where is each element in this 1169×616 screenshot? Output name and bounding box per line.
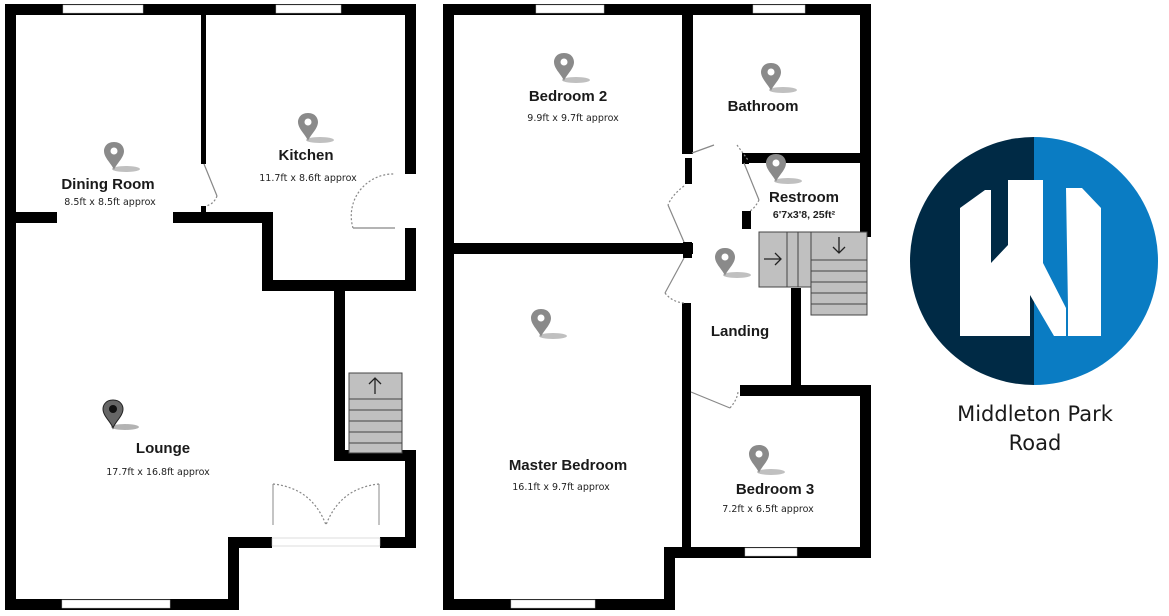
wall — [443, 4, 871, 15]
location-pin-icon — [554, 53, 590, 83]
brand-name-line1: Middleton Park — [957, 402, 1113, 426]
wall — [405, 228, 416, 291]
room-label-master-bedroom: Master Bedroom — [509, 457, 627, 474]
window — [752, 4, 806, 14]
wall — [334, 450, 416, 461]
wall — [380, 537, 416, 548]
wall — [228, 537, 239, 610]
arrow-up-icon — [368, 377, 382, 394]
wall — [5, 212, 57, 223]
wall — [682, 303, 691, 547]
wall — [262, 212, 273, 291]
first-floor — [443, 4, 871, 610]
wall — [791, 288, 801, 388]
location-pin-icon — [298, 113, 334, 143]
ground-floor — [5, 4, 416, 610]
wall — [683, 242, 692, 258]
room-label-bathroom: Bathroom — [728, 98, 799, 115]
window — [510, 599, 596, 609]
wall — [682, 4, 693, 154]
wall — [201, 206, 206, 214]
brand-name: Middleton Park Road — [905, 400, 1165, 458]
wall — [5, 4, 416, 15]
wall — [443, 243, 693, 254]
room-dims-dining-room: 8.5ft x 8.5ft approx — [64, 197, 156, 208]
stairs-up — [348, 372, 403, 454]
location-pin-icon — [715, 248, 751, 278]
window — [271, 537, 381, 547]
arrow-down-icon — [832, 237, 846, 254]
location-pin-selected-icon — [102, 399, 140, 431]
wall — [201, 4, 206, 164]
room-label-kitchen: Kitchen — [278, 147, 333, 164]
window — [61, 599, 171, 609]
brand-name-line2: Road — [1008, 431, 1062, 455]
wall — [740, 385, 871, 396]
wall — [685, 158, 692, 184]
wall — [664, 547, 694, 558]
room-dims-restroom: 6'7x3'8, 25ft² — [773, 209, 836, 221]
room-label-bedroom-3: Bedroom 3 — [736, 481, 814, 498]
wall — [405, 4, 416, 174]
room-dims-master-bedroom: 16.1ft x 9.7ft approx — [512, 482, 610, 493]
arrow-right-icon — [764, 252, 782, 266]
room-dims-bedroom-3: 7.2ft x 6.5ft approx — [722, 504, 814, 515]
wall — [860, 4, 871, 236]
room-dims-kitchen: 11.7ft x 8.6ft approx — [259, 173, 357, 184]
window — [62, 4, 144, 14]
room-label-bedroom-2: Bedroom 2 — [529, 88, 607, 105]
window — [275, 4, 342, 14]
location-pin-icon — [531, 309, 567, 339]
room-label-dining-room: Dining Room — [61, 176, 154, 193]
location-pin-icon — [104, 142, 140, 172]
brand-logo — [910, 137, 1158, 385]
wall — [443, 4, 454, 610]
room-label-restroom: Restroom — [769, 189, 839, 206]
wall — [405, 450, 416, 548]
location-pin-icon — [749, 445, 785, 475]
wall — [742, 211, 751, 229]
location-pin-icon — [761, 63, 797, 93]
room-dims-bedroom-2: 9.9ft x 9.7ft approx — [527, 113, 619, 124]
wall — [860, 385, 871, 558]
window — [535, 4, 605, 14]
stairs-down — [758, 231, 868, 316]
room-dims-lounge: 17.7ft x 16.8ft approx — [106, 467, 210, 478]
wall — [5, 4, 16, 610]
room-label-lounge: Lounge — [136, 440, 190, 457]
window — [744, 547, 798, 557]
wall — [742, 153, 749, 164]
wall — [228, 537, 272, 548]
wall — [664, 547, 675, 610]
wall — [173, 212, 273, 223]
wall — [742, 153, 871, 163]
room-label-landing: Landing — [711, 323, 769, 340]
wall — [334, 280, 345, 460]
wall — [862, 153, 871, 237]
